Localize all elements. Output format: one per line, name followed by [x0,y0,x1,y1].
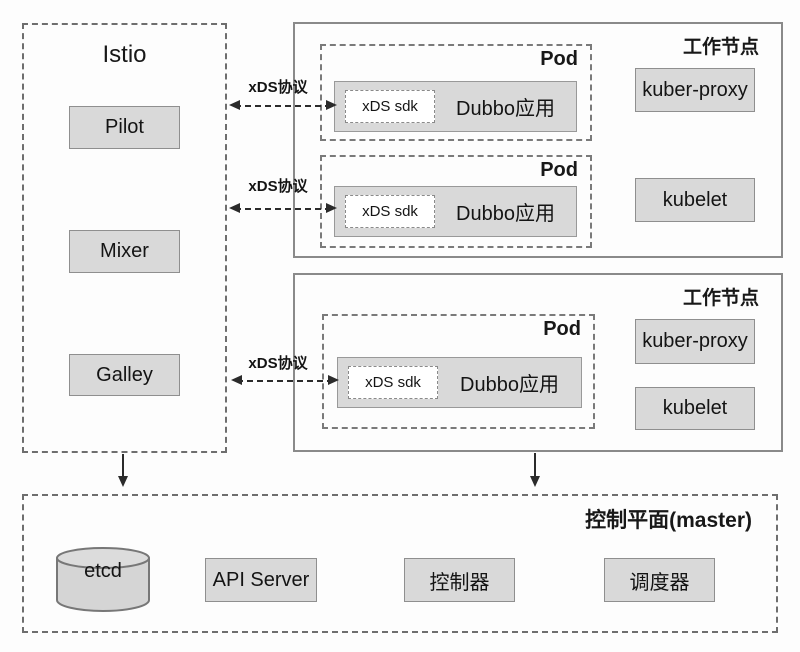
etcd-node: etcd [55,546,151,614]
xds-protocol-arrow-3 [231,375,339,385]
dubbo-app-1: xDS sdk Dubbo应用 [334,81,577,132]
istio-box: Istio Pilot Mixer Galley [22,23,227,453]
dubbo-app-3: xDS sdk Dubbo应用 [337,357,582,408]
pod-3-label: Pod [543,318,581,340]
pod-2-label: Pod [540,159,578,181]
controller-node: 控制器 [404,558,515,602]
istio-title: Istio [102,41,147,68]
dubbo-app-3-label: Dubbo应用 [460,374,559,396]
pod-1-label: Pod [540,48,578,70]
xds-protocol-arrow-2 [229,203,337,213]
xds-sdk-3: xDS sdk [348,366,438,399]
etcd-label: etcd [84,560,122,582]
control-plane-box: 控制平面(master) etcd API Server 控制器 调度器 [22,494,778,633]
worker-node-1: 工作节点 Pod xDS sdk Dubbo应用 Pod xDS sdk Dub… [293,22,783,258]
xds-protocol-label-1: xDS协议 [248,79,308,96]
dubbo-app-2: xDS sdk Dubbo应用 [334,186,577,237]
kubelet-2-label: kubelet [662,397,728,419]
pod-2: Pod xDS sdk Dubbo应用 [320,155,592,248]
api-server-node: API Server [205,558,317,602]
xds-sdk-2: xDS sdk [345,195,435,228]
mixer-label: Mixer [100,240,149,262]
kuber-proxy-2: kuber-proxy [635,319,755,364]
galley-label: Galley [96,363,153,386]
xds-protocol-arrow-1 [229,100,337,110]
controller-label: 控制器 [429,571,490,594]
worker-to-control-plane-arrow [529,453,540,487]
api-server-label: API Server [212,568,310,591]
pod-3: Pod xDS sdk Dubbo应用 [322,314,595,429]
mixer-node: Mixer [69,230,180,273]
worker-node-1-title: 工作节点 [682,37,759,58]
kuber-proxy-2-label: kuber-proxy [642,330,748,352]
worker-node-2: 工作节点 Pod xDS sdk Dubbo应用 kuber-proxy kub… [293,273,783,452]
xds-protocol-label-3: xDS协议 [248,355,308,372]
galley-node: Galley [69,354,180,396]
kuber-proxy-1: kuber-proxy [635,68,755,112]
pod-1: Pod xDS sdk Dubbo应用 [320,44,592,141]
pilot-node: Pilot [69,106,180,149]
istio-to-control-plane-arrow [117,454,128,487]
scheduler-node: 调度器 [604,558,715,602]
dubbo-app-1-label: Dubbo应用 [456,98,555,120]
kubelet-2: kubelet [635,387,755,430]
worker-node-2-title: 工作节点 [682,288,759,309]
dubbo-app-2-label: Dubbo应用 [456,203,555,225]
kubelet-1: kubelet [635,178,755,222]
xds-protocol-label-2: xDS协议 [248,178,308,195]
kuber-proxy-1-label: kuber-proxy [642,78,748,101]
scheduler-label: 调度器 [629,571,690,594]
control-plane-title: 控制平面(master) [585,509,752,532]
etcd-cylinder-icon [56,547,150,612]
xds-sdk-1: xDS sdk [345,90,435,123]
kubelet-1-label: kubelet [662,188,728,211]
pilot-label: Pilot [105,116,144,138]
